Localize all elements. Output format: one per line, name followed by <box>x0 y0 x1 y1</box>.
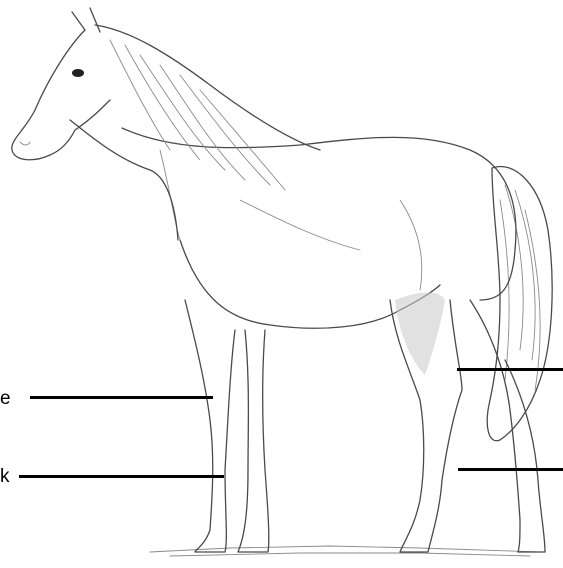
label-front-lower: k <box>0 467 10 486</box>
horse-neck-mane <box>70 25 320 240</box>
leader-line-front-upper <box>30 396 213 399</box>
horse-front-legs <box>185 300 269 552</box>
horse-head <box>12 8 110 160</box>
leader-line-front-lower <box>19 475 224 478</box>
horse-body <box>122 128 516 328</box>
leader-line-hind-upper <box>457 368 563 371</box>
label-front-upper: e <box>0 389 11 408</box>
horse-tail <box>487 167 552 441</box>
leader-line-hind-lower <box>458 468 563 471</box>
ground-shadow <box>150 546 540 556</box>
